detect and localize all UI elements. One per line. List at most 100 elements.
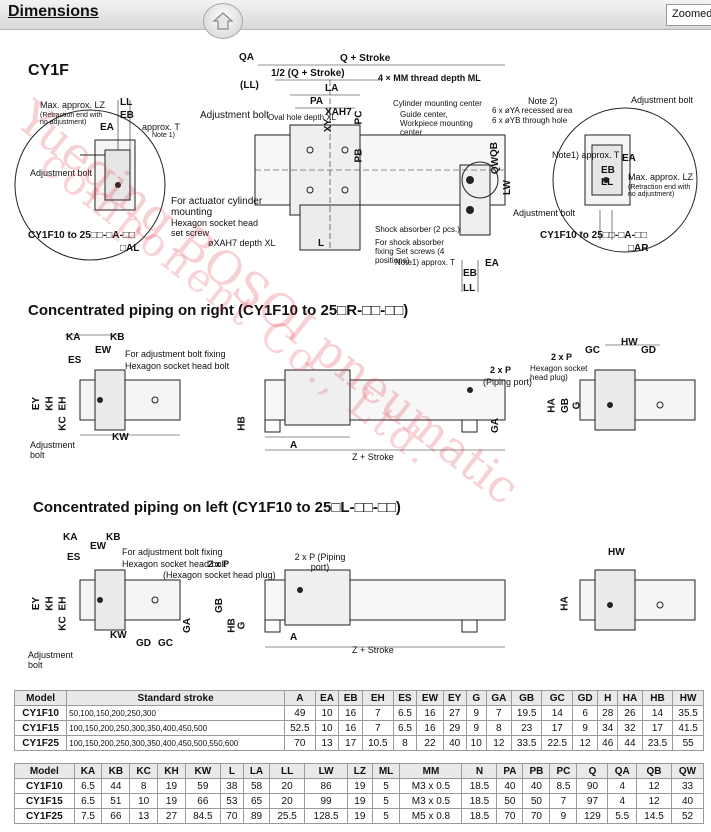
table-cell: 6 (572, 705, 599, 721)
table-cell: 12 (572, 735, 599, 751)
right-adj-bolt-bottom: Adjustment bolt (513, 208, 576, 218)
label-lw: LW (502, 180, 513, 195)
table-header-cell: GA (485, 690, 512, 706)
table-cell: 6.5 (392, 705, 418, 721)
table-cell: M3 x 0.5 (399, 793, 463, 809)
r-hb: HB (236, 416, 248, 431)
table-cell: 18.5 (461, 778, 498, 794)
table-cell: 17 (541, 720, 574, 736)
table-cell: 19.5 (510, 705, 543, 721)
l-z-stroke: Z + Stroke (352, 645, 394, 655)
table-cell: CY1F25 (13, 735, 68, 751)
table-header-cell: ML (371, 763, 401, 779)
table-cell: 49 (284, 705, 316, 721)
table-cell: 50 (522, 793, 551, 809)
label-qw: QW (490, 156, 502, 175)
table-cell: 7 (549, 793, 578, 809)
table-cell: 10 (465, 735, 487, 751)
table-cell: 16 (416, 705, 444, 721)
table-header-cell: KA (73, 763, 103, 779)
r-gd: GD (641, 345, 656, 356)
l-ew: EW (90, 541, 107, 552)
label-la: LA (325, 83, 339, 94)
left-adj-bolt: Adjustment bolt (30, 168, 93, 178)
right-model-ar2: □AR (628, 243, 649, 254)
table-cell: 9 (465, 705, 487, 721)
r-ey: EY (31, 396, 43, 411)
table-cell: 44 (101, 778, 131, 794)
table-cell: 18.5 (461, 793, 498, 809)
l-ey: EY (31, 596, 43, 611)
home-button[interactable] (203, 3, 243, 39)
table-cell: 20 (269, 793, 306, 809)
table-cell: 40 (496, 778, 524, 794)
l-kw: KW (110, 630, 127, 641)
r-ew: EW (95, 345, 112, 356)
table-cell: 14.5 (636, 808, 673, 824)
l-a: A (290, 632, 298, 643)
l-gd: GD (136, 638, 151, 649)
table-cell: 28 (597, 705, 619, 721)
left-piping-drawing (79, 569, 696, 648)
table-cell: 99 (304, 793, 349, 809)
r-hex-plug-r: Hexagon socket head plug) (530, 364, 588, 382)
table-cell: 66 (101, 808, 131, 824)
right-detail-circle (552, 107, 698, 253)
l-kb: KB (106, 532, 121, 543)
label-guide-center: Guide center, Workpiece mounting center (400, 110, 473, 137)
zoom-button[interactable]: Zoomed o (666, 4, 711, 26)
l-piping: 2 x P (Piping port) (294, 552, 346, 572)
right-eb: EB (601, 165, 615, 176)
table-cell: 8 (485, 720, 512, 736)
r-two-p: 2 x P (490, 365, 512, 375)
table-cell: CY1F15 (14, 793, 75, 809)
table-cell: 8.5 (549, 778, 578, 794)
left-ea: EA (100, 122, 114, 133)
right-note1-approx: Note1) approx. T (552, 150, 620, 160)
table-cell: 12 (485, 735, 512, 751)
right-ll: LL (601, 177, 614, 188)
table-header-cell: EH (361, 690, 394, 706)
table-header-cell: LL (269, 763, 306, 779)
l-kc: KC (57, 616, 69, 631)
table-cell: CY1F25 (14, 808, 75, 824)
table-header-cell: N (461, 763, 498, 779)
label-qb: QB (489, 142, 500, 157)
table-cell: 59 (184, 778, 221, 794)
table-cell: 58 (242, 778, 271, 794)
table-header-cell: GB (510, 690, 543, 706)
table-cell: 19 (157, 778, 186, 794)
table-header-cell: GC (541, 690, 574, 706)
l-eh: EH (57, 596, 69, 611)
table-header-cell: Q (576, 763, 609, 779)
table-cell: 18.5 (461, 808, 498, 824)
table-header-cell: Standard stroke (66, 690, 286, 706)
table-cell: 40 (671, 793, 704, 809)
table-cell: 6.5 (73, 793, 103, 809)
table-cell: 25.5 (269, 808, 306, 824)
r-kw: KW (112, 432, 129, 443)
label-ll: (LL) (240, 80, 259, 91)
table-cell: 34 (597, 720, 619, 736)
table-cell: 16 (338, 705, 363, 721)
right-max-approx: Max. approx. LZ (628, 172, 694, 182)
table-cell: 26 (617, 705, 643, 721)
table-cell: 5 (371, 793, 401, 809)
table-cell: 70 (284, 735, 316, 751)
table-cell: 50 (496, 793, 524, 809)
table-cell: 97 (576, 793, 609, 809)
table-cell: 10 (129, 793, 159, 809)
r-adj-fixing: For adjustment bolt fixing (125, 349, 226, 359)
l-two-p: 2 x P (208, 559, 230, 569)
end-plate (459, 164, 491, 236)
table-header-cell: EW (416, 690, 444, 706)
table-header-cell: GD (572, 690, 599, 706)
left-detail-circle (14, 109, 166, 261)
table-cell: 8 (392, 735, 418, 751)
r-eh: EH (57, 396, 69, 411)
label-pc: PC (353, 110, 365, 125)
home-icon (212, 12, 234, 30)
